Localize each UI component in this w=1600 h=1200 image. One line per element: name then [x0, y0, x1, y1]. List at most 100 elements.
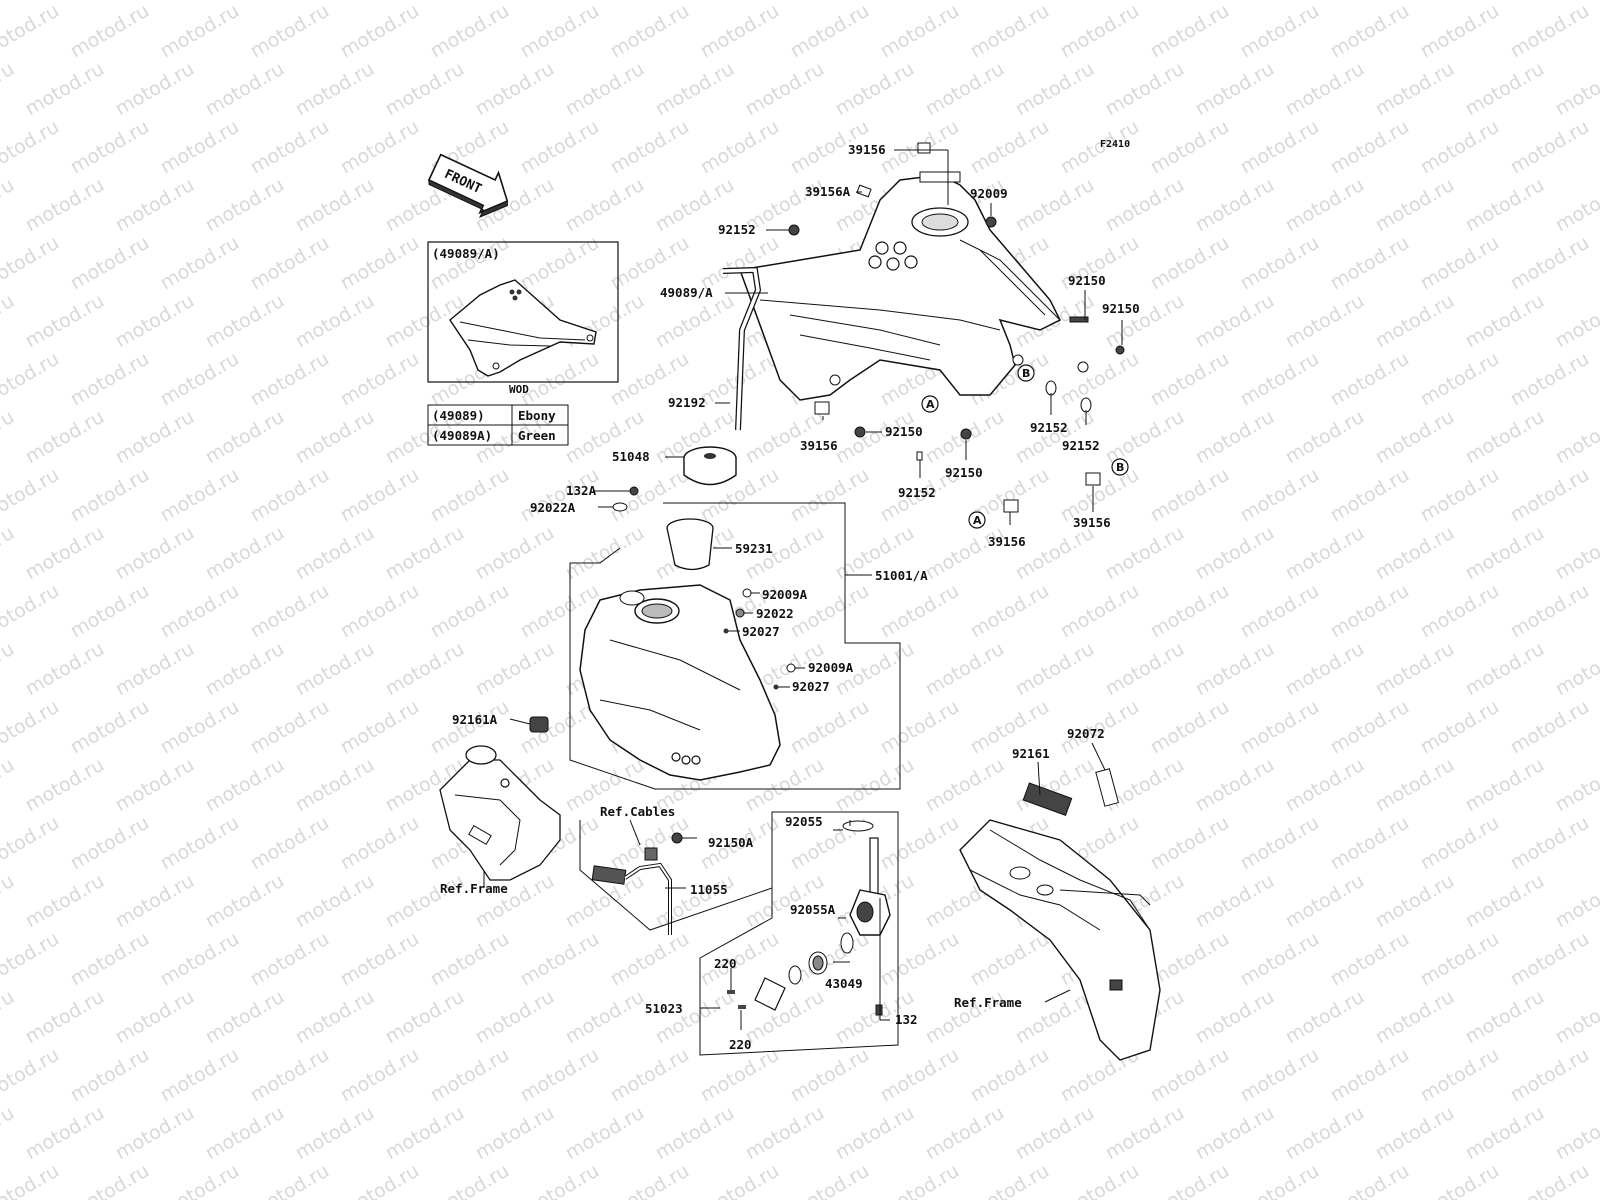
watermark-text: motod.ru — [742, 870, 828, 933]
watermark-text: motod.ru — [967, 580, 1053, 643]
watermark-text: motod.ru — [1327, 464, 1413, 527]
watermark-text: motod.ru — [1012, 0, 1098, 4]
watermark-text: motod.ru — [157, 348, 243, 411]
watermark-text: motod.ru — [1282, 406, 1368, 469]
watermark-text: motod.ru — [202, 1102, 288, 1165]
watermark-text: motod.ru — [922, 754, 1008, 817]
watermark-text: motod.ru — [1237, 116, 1323, 179]
watermark-text: motod.ru — [337, 580, 423, 643]
watermark-text: motod.ru — [1507, 1160, 1593, 1200]
watermark-text: motod.ru — [67, 0, 153, 62]
watermark-text: motod.ru — [247, 348, 333, 411]
watermark-text: motod.ru — [22, 0, 108, 4]
watermark-text: motod.ru — [0, 638, 18, 701]
watermark-text: motod.ru — [1597, 0, 1600, 62]
label-92152-top: 92152 — [718, 222, 756, 237]
watermark-text: motod.ru — [517, 1044, 603, 1107]
watermark-text: motod.ru — [607, 1044, 693, 1107]
watermark-text: motod.ru — [112, 754, 198, 817]
watermark-text: motod.ru — [922, 522, 1008, 585]
watermark-text: motod.ru — [292, 174, 378, 237]
shroud-illustration — [449, 279, 597, 377]
label-92027-1: 92027 — [742, 624, 780, 639]
watermark-text: motod.ru — [877, 580, 963, 643]
watermark-text: motod.ru — [1147, 696, 1233, 759]
watermark-text: motod.ru — [1462, 1102, 1548, 1165]
label-39156-top: 39156 — [848, 142, 886, 157]
watermark-text: motod.ru — [742, 0, 828, 4]
watermark-text: motod.ru — [202, 174, 288, 237]
watermark-text: motod.ru — [562, 522, 648, 585]
label-92055: 92055 — [785, 814, 823, 829]
label-92150-r1: 92150 — [1068, 273, 1106, 288]
watermark-text: motod.ru — [1102, 638, 1188, 701]
watermark-text: motod.ru — [517, 232, 603, 295]
figure-code: F2410 — [1100, 139, 1130, 150]
leader-lines — [483, 149, 1123, 1030]
watermark-text: motod.ru — [472, 58, 558, 121]
label-220-1: 220 — [714, 956, 737, 971]
watermark-text: motod.ru — [652, 986, 738, 1049]
watermark-text: motod.ru — [1462, 754, 1548, 817]
watermark-text: motod.ru — [337, 464, 423, 527]
watermark-text: motod.ru — [22, 754, 108, 817]
watermark-text: motod.ru — [247, 928, 333, 991]
watermark-text: motod.ru — [1282, 290, 1368, 353]
watermark-text: motod.ru — [67, 232, 153, 295]
watermark-text: motod.ru — [1237, 232, 1323, 295]
watermark-text: motod.ru — [202, 290, 288, 353]
watermark-text: motod.ru — [1417, 116, 1503, 179]
label-39156-mid: 39156 — [800, 438, 838, 453]
watermark-text: motod.ru — [652, 1102, 738, 1165]
watermark-text: motod.ru — [247, 116, 333, 179]
watermark-text: motod.ru — [1237, 1044, 1323, 1107]
watermark-text: motod.ru — [337, 696, 423, 759]
watermark-text: motod.ru — [1597, 116, 1600, 179]
watermark-text: motod.ru — [877, 812, 963, 875]
watermark-text: motod.ru — [67, 580, 153, 643]
ref-circle-b1 — [1017, 364, 1035, 382]
watermark-text: motod.ru — [202, 986, 288, 1049]
ref-circle-b2 — [1111, 458, 1129, 476]
watermark-text: motod.ru — [1417, 232, 1503, 295]
watermark-text: motod.ru — [1192, 406, 1278, 469]
watermark-text: motod.ru — [157, 116, 243, 179]
watermark-text: motod.ru — [562, 174, 648, 237]
label-132A: 132A — [566, 483, 597, 498]
fuel-filter — [666, 518, 714, 571]
watermark-text: motod.ru — [0, 1102, 18, 1165]
watermark-text: motod.ru — [517, 348, 603, 411]
watermark-text: motod.ru — [112, 406, 198, 469]
watermark-text: motod.ru — [0, 986, 18, 1049]
watermark-text: motod.ru — [22, 522, 108, 585]
watermark-text: motod.ru — [0, 406, 18, 469]
watermark-text: motod.ru — [22, 58, 108, 121]
watermark-text: motod.ru — [1327, 1160, 1413, 1200]
watermark-text: motod.ru — [832, 754, 918, 817]
watermark-text: motod.ru — [1282, 174, 1368, 237]
watermark-text: motod.ru — [1597, 1160, 1600, 1200]
watermark-text: motod.ru — [0, 870, 18, 933]
watermark-text: motod.ru — [247, 812, 333, 875]
watermark-text: motod.ru — [1192, 1102, 1278, 1165]
watermark-text: motod.ru — [247, 464, 333, 527]
watermark-text: motod.ru — [787, 696, 873, 759]
watermark-text: motod.ru — [1462, 290, 1548, 353]
label-92161: 92161 — [1012, 746, 1050, 761]
watermark-text: motod.ru — [697, 0, 783, 62]
watermark-text: motod.ru — [1507, 232, 1593, 295]
watermark-text: motod.ru — [832, 0, 918, 4]
label-49089A: 49089/A — [660, 285, 713, 300]
watermark-text: motod.ru — [1237, 696, 1323, 759]
watermark-text: motod.ru — [1552, 522, 1600, 585]
watermark-text: motod.ru — [202, 754, 288, 817]
watermark-text: motod.ru — [1147, 1160, 1233, 1200]
watermark-text: motod.ru — [1597, 696, 1600, 759]
watermark-text: motod.ru — [877, 1044, 963, 1107]
watermark-text: motod.ru — [652, 0, 738, 4]
watermark-text: motod.ru — [877, 0, 963, 62]
watermark-text: motod.ru — [1192, 522, 1278, 585]
watermark-text: motod.ru — [1507, 348, 1593, 411]
label-11055: 11055 — [690, 882, 728, 897]
watermark-text: motod.ru — [22, 290, 108, 353]
